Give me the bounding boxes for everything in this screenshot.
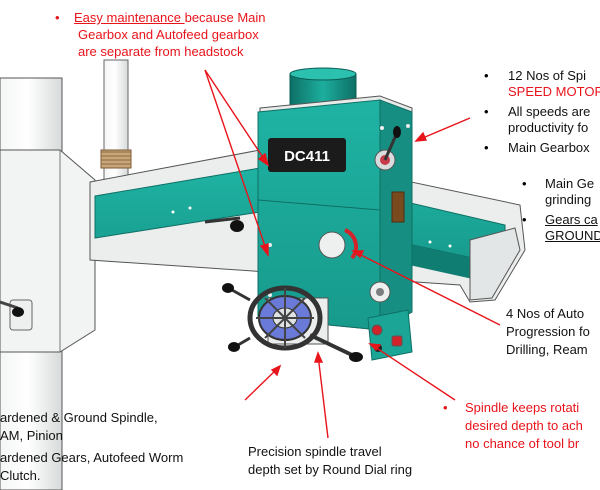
- top-annotation-line1: • Easy maintenance because Main: [55, 10, 266, 26]
- right-sub2-line1: Gears ca: [545, 212, 598, 227]
- depth-dial-line2: depth set by Round Dial ring: [248, 462, 413, 477]
- annotation-arrows: [204, 69, 501, 439]
- right-item2-line2: productivity fo: [508, 120, 589, 135]
- spindle-rotation-bullet: •: [443, 400, 448, 415]
- right-bullet-2: •: [484, 104, 489, 119]
- model-label: DC411: [284, 148, 330, 165]
- right-sub1-line1: Main Ge: [545, 176, 595, 191]
- top-annotation-line2: Gearbox and Autofeed gearbox: [78, 27, 259, 42]
- autofeed-line2: Progression fo: [506, 324, 590, 339]
- spindle-rotation-line3: no chance of tool br: [465, 436, 580, 451]
- top-annotation-bullet: •: [55, 10, 60, 25]
- spindle-spec-line4: Clutch.: [0, 468, 41, 483]
- right-bullet-3: •: [484, 140, 489, 155]
- headstock: DC411: [257, 67, 413, 331]
- autofeed-line3: Drilling, Ream: [506, 342, 588, 357]
- right-sub1-line2: grinding: [545, 192, 592, 207]
- spindle-spec-line2: AM, Pinion: [0, 428, 63, 443]
- spindle-spec-line1: ardened & Ground Spindle,: [0, 410, 158, 425]
- depth-dial-line1: Precision spindle travel: [248, 444, 382, 459]
- right-subbullet-1: •: [522, 176, 527, 191]
- feed-handwheel: [222, 283, 363, 362]
- top-annotation-rest: because Main: [184, 10, 266, 25]
- spindle-rotation-line2: desired depth to ach: [465, 418, 583, 433]
- top-annotation-underlined: Easy maintenance: [74, 10, 185, 25]
- right-sub2-line2: GROUND: [545, 228, 600, 243]
- spindle-rotation-line1: Spindle keeps rotati: [465, 400, 580, 415]
- top-annotation-line3: are separate from headstock: [78, 44, 244, 59]
- right-subbullet-2: •: [522, 212, 527, 227]
- right-item2-line1: All speeds are: [508, 104, 591, 119]
- right-item1-black: 12 Nos of Spi: [508, 68, 587, 83]
- machine-column: [0, 59, 132, 490]
- autofeed-line1: 4 Nos of Auto: [506, 306, 585, 321]
- spindle-spec-line3: ardened Gears, Autofeed Worm: [0, 450, 184, 465]
- control-panel: [367, 309, 413, 361]
- right-item1-red: SPEED MOTOR: [508, 84, 600, 99]
- right-item3: Main Gearbox: [508, 140, 590, 155]
- right-bullet-1: •: [484, 68, 489, 83]
